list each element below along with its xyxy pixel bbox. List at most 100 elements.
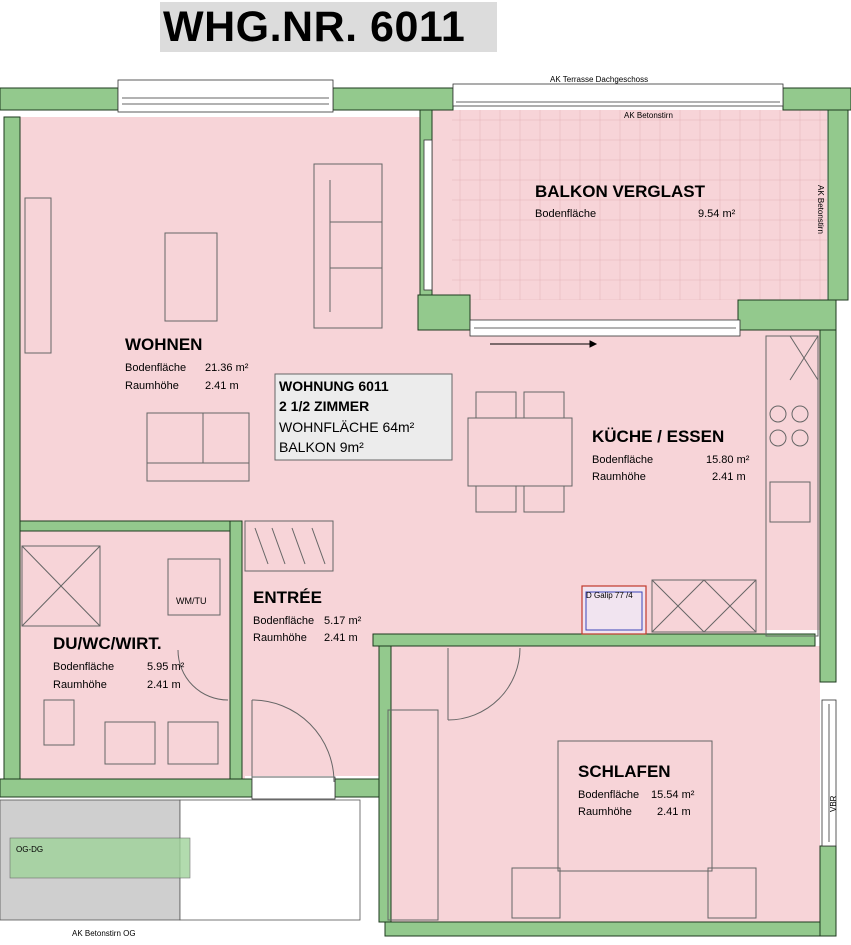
room-area: 15.54 m²	[651, 789, 695, 801]
room-height: 2.41 m	[657, 806, 691, 818]
room-height: 2.41 m	[205, 380, 239, 392]
room-labels: WOHNEN Bodenfläche 21.36 m² Raumhöhe 2.4…	[53, 182, 750, 818]
windows	[117, 79, 837, 847]
hob	[769, 405, 787, 423]
bed-table	[511, 867, 561, 919]
vbr-label: VBR	[829, 795, 838, 812]
wall-bath-right	[229, 520, 243, 780]
room-area: 21.36 m²	[205, 362, 249, 374]
room-area: 9.54 m²	[698, 208, 736, 220]
room-name: WOHNEN	[125, 335, 202, 354]
rug-living	[164, 232, 218, 322]
room-area-label: Bodenfläche	[253, 615, 314, 627]
betonstirn-right-note: AK Betonstirn	[816, 185, 825, 234]
betonstirn-top-note: AK Betonstirn	[624, 111, 673, 120]
stove-plan-symbol	[581, 585, 647, 635]
sink	[769, 481, 811, 523]
room-height-label: Raumhöhe	[253, 632, 307, 644]
room-height-label: Raumhöhe	[53, 679, 107, 691]
room-name: BALKON VERGLAST	[535, 182, 706, 201]
window-top-left	[117, 79, 334, 113]
info-apartment: WOHNUNG 6011	[279, 378, 389, 394]
wall-top-mid	[332, 87, 454, 111]
stair	[0, 799, 361, 921]
room-area: 15.80 m²	[706, 454, 750, 466]
room-area-label: Bodenfläche	[53, 661, 114, 673]
washing-machine	[167, 558, 221, 616]
balcony-tiles	[452, 110, 827, 300]
wall-right-upper	[819, 321, 837, 683]
wall-bedroom-left	[378, 635, 392, 923]
bed	[557, 740, 713, 872]
room-height-label: Raumhöhe	[578, 806, 632, 818]
floor-entree-lower	[245, 521, 765, 636]
toilet	[43, 699, 75, 746]
wall-right-lower	[819, 845, 837, 937]
room-height-label: Raumhöhe	[125, 380, 179, 392]
wall-right-top	[827, 109, 849, 301]
room-name: SCHLAFEN	[578, 762, 671, 781]
sofa-living	[313, 163, 383, 329]
shower	[21, 545, 101, 627]
dining-table	[467, 417, 573, 487]
sliding-door-arrow	[490, 340, 598, 348]
room-area: 5.95 m²	[147, 661, 185, 673]
wall-entree-bottom	[334, 778, 386, 798]
room-name: DU/WC/WIRT.	[53, 634, 162, 653]
wall-bedroom-bottom	[384, 921, 836, 937]
betonstirn-og-note: AK Betonstirn OG	[72, 929, 136, 938]
chair	[523, 391, 565, 419]
room-area: 5.17 m²	[324, 615, 362, 627]
chair	[475, 485, 517, 513]
wardrobe-bedroom	[387, 709, 439, 921]
room-name: KÜCHE / ESSEN	[592, 427, 724, 446]
terrace-note: AK Terrasse Dachgeschoss	[550, 75, 648, 84]
stove-label: D Galip 77 /4	[586, 591, 633, 600]
wall-balcony-bottom-left	[417, 294, 471, 331]
chair	[523, 485, 565, 513]
hob	[791, 429, 809, 447]
wall-bath-bottom	[0, 778, 253, 798]
room-height: 2.41 m	[324, 632, 358, 644]
floor-bath	[20, 521, 245, 779]
wall-top-right	[782, 87, 851, 111]
info-balcony: BALKON 9m²	[279, 439, 364, 455]
room-height: 2.41 m	[147, 679, 181, 691]
room-height: 2.41 m	[712, 471, 746, 483]
window-balcony-side	[423, 139, 433, 291]
room-height-label: Raumhöhe	[592, 471, 646, 483]
hob	[791, 405, 809, 423]
washbasin	[167, 721, 219, 765]
wall-bedroom-top	[372, 633, 816, 647]
door-opening-entree	[251, 776, 336, 800]
sideboard-living	[146, 412, 250, 482]
room-area-label: Bodenfläche	[592, 454, 653, 466]
hob	[769, 429, 787, 447]
furniture	[21, 163, 819, 921]
kitchen-counter	[765, 335, 819, 637]
room-area-label: Bodenfläche	[578, 789, 639, 801]
wall-balcony-bottom-right	[737, 299, 837, 331]
chair	[475, 391, 517, 419]
window-balcony-top	[452, 83, 784, 107]
room-name: ENTRÉE	[253, 588, 322, 607]
og-dg-label: OG-DG	[16, 845, 43, 854]
info-living-area: WOHNFLÄCHE 64m²	[279, 419, 415, 435]
bed-table	[707, 867, 757, 919]
washbasin	[104, 721, 156, 765]
info-rooms: 2 1/2 ZIMMER	[279, 398, 369, 414]
wall-bath-top	[19, 520, 243, 532]
room-area-label: Bodenfläche	[125, 362, 186, 374]
wall-left	[3, 116, 21, 780]
wall-top-left	[0, 87, 119, 111]
annotations: AK Terrasse Dachgeschoss AK Betonstirn A…	[16, 75, 838, 938]
wardrobe-entree	[244, 520, 334, 572]
walls	[0, 87, 851, 937]
floor-bedroom	[385, 646, 820, 922]
apartment-info-box: WOHNUNG 6011 2 1/2 ZIMMER WOHNFLÄCHE 64m…	[274, 373, 453, 461]
room-area-label: Bodenfläche	[535, 208, 596, 220]
page-title: WHG.NR. 6011	[160, 2, 497, 52]
washer-label: WM/TU	[176, 596, 207, 606]
